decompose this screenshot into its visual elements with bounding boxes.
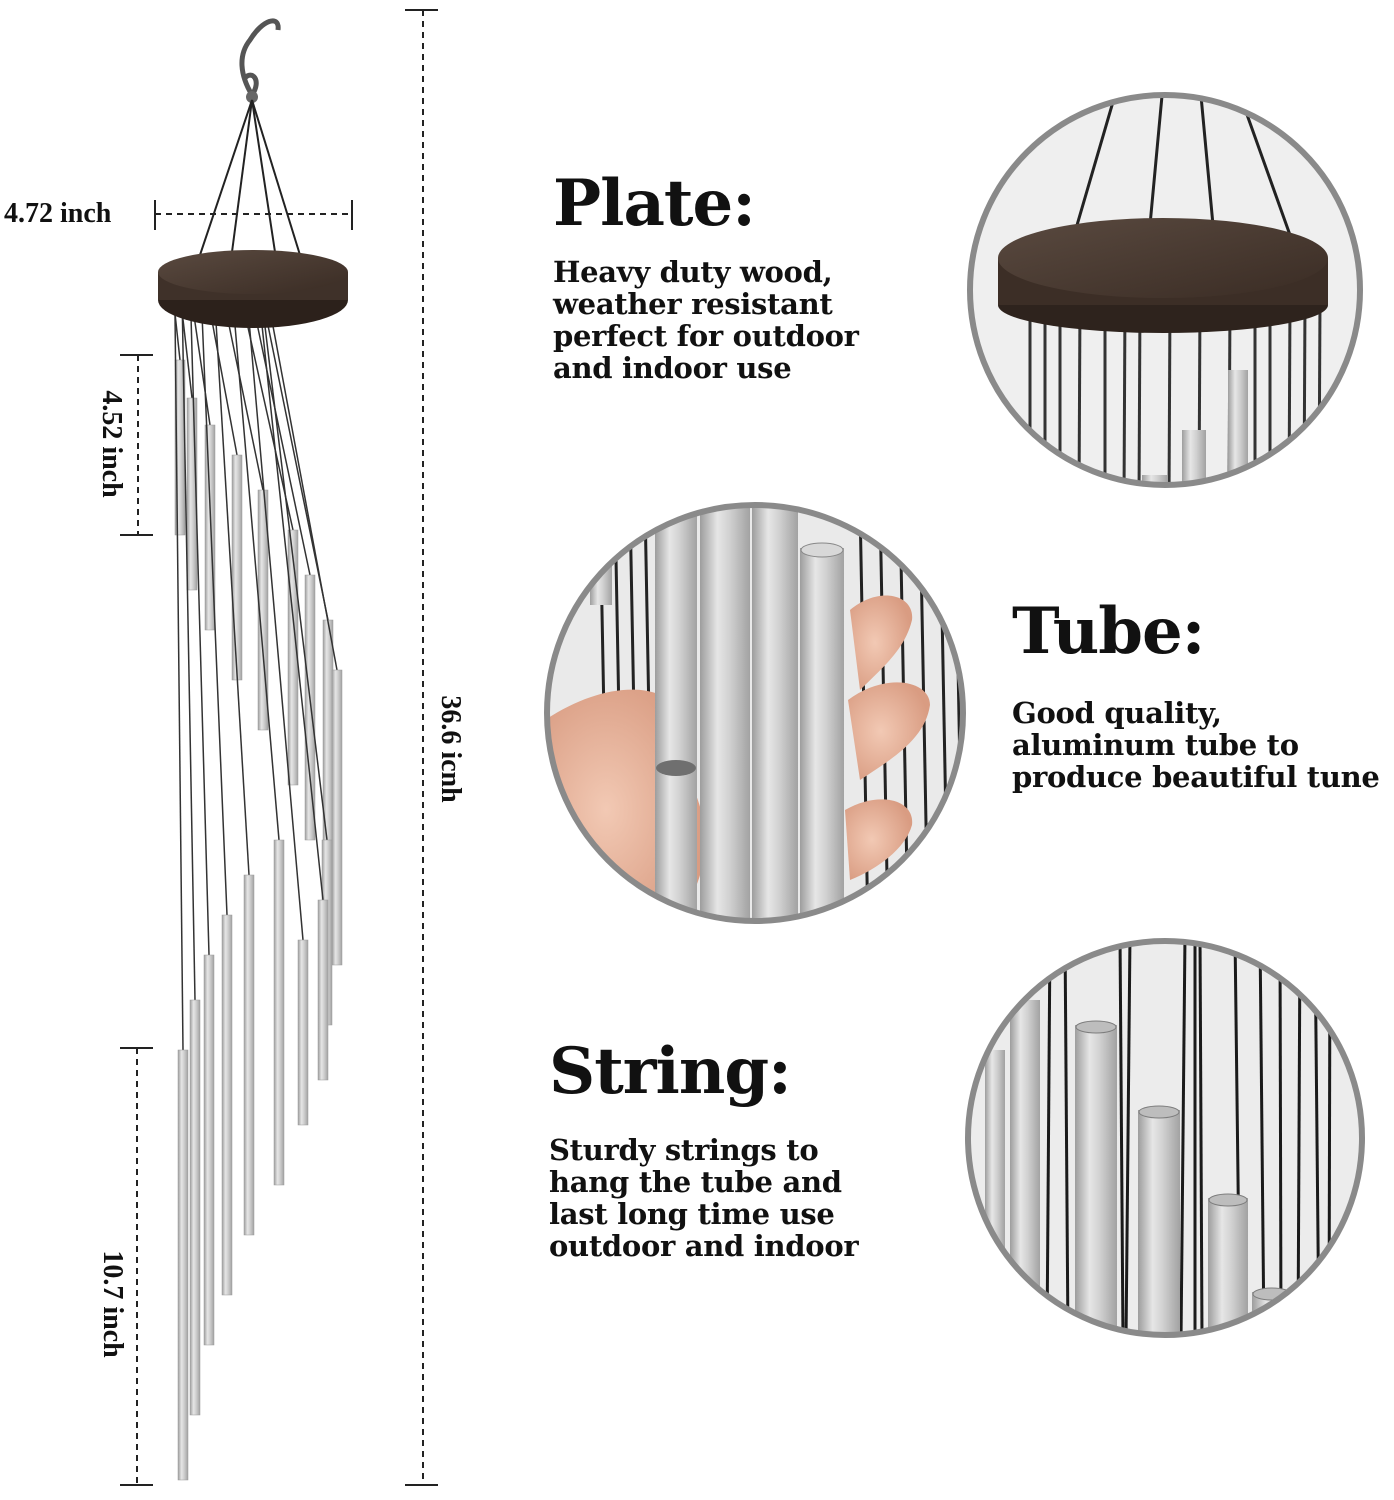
plate-heading: Plate: bbox=[553, 166, 756, 241]
string-heading: String: bbox=[549, 1034, 792, 1109]
wooden-plate bbox=[158, 250, 348, 328]
wind-chime-product bbox=[158, 18, 348, 1481]
string-detail-photo bbox=[965, 938, 1365, 1338]
chime-tubes bbox=[172, 294, 343, 1481]
plate-detail-photo bbox=[967, 92, 1363, 488]
total-length-label: 36.6 icnh bbox=[435, 695, 466, 803]
tube-description: Good quality, aluminum tube to produce b… bbox=[1012, 696, 1380, 794]
top-tube-length-label: 4.52 inch bbox=[96, 390, 127, 498]
bottom-tube-length-label: 10.7 inch bbox=[97, 1250, 128, 1358]
width-dimension-label: 4.72 inch bbox=[4, 198, 112, 229]
tube-heading: Tube: bbox=[1012, 594, 1205, 669]
hook-icon bbox=[239, 18, 281, 97]
string-description: Sturdy strings to hang the tube and last… bbox=[549, 1133, 859, 1263]
plate-description: Heavy duty wood, weather resistant perfe… bbox=[553, 255, 859, 385]
tube-detail-photo bbox=[544, 502, 966, 924]
dimension-lines bbox=[120, 9, 438, 1486]
